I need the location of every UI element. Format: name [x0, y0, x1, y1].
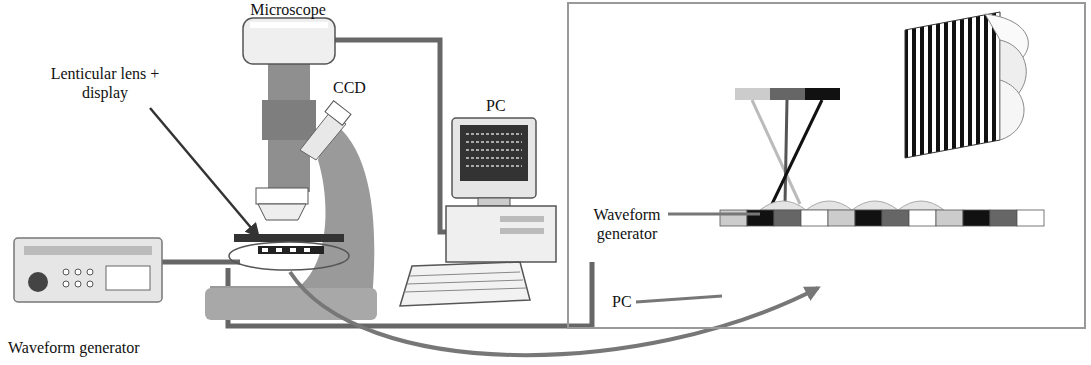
part-label: Waveform generator [8, 338, 140, 357]
part-label: CCD [333, 78, 366, 97]
cable [160, 40, 592, 326]
inset-frame [568, 3, 1085, 328]
part-label: PC [486, 96, 506, 115]
leader-arrow [150, 108, 258, 236]
pc-illustration [400, 118, 556, 306]
waveform-generator-device [14, 238, 162, 302]
zoom-arrow [290, 272, 818, 355]
part-label: PC [612, 292, 632, 311]
lenticular-sheet-3d [905, 12, 1028, 158]
part-label: Waveform generator [586, 205, 668, 243]
part-label: Lenticular lens + display [42, 64, 168, 102]
part-label: Microscope [248, 0, 328, 19]
